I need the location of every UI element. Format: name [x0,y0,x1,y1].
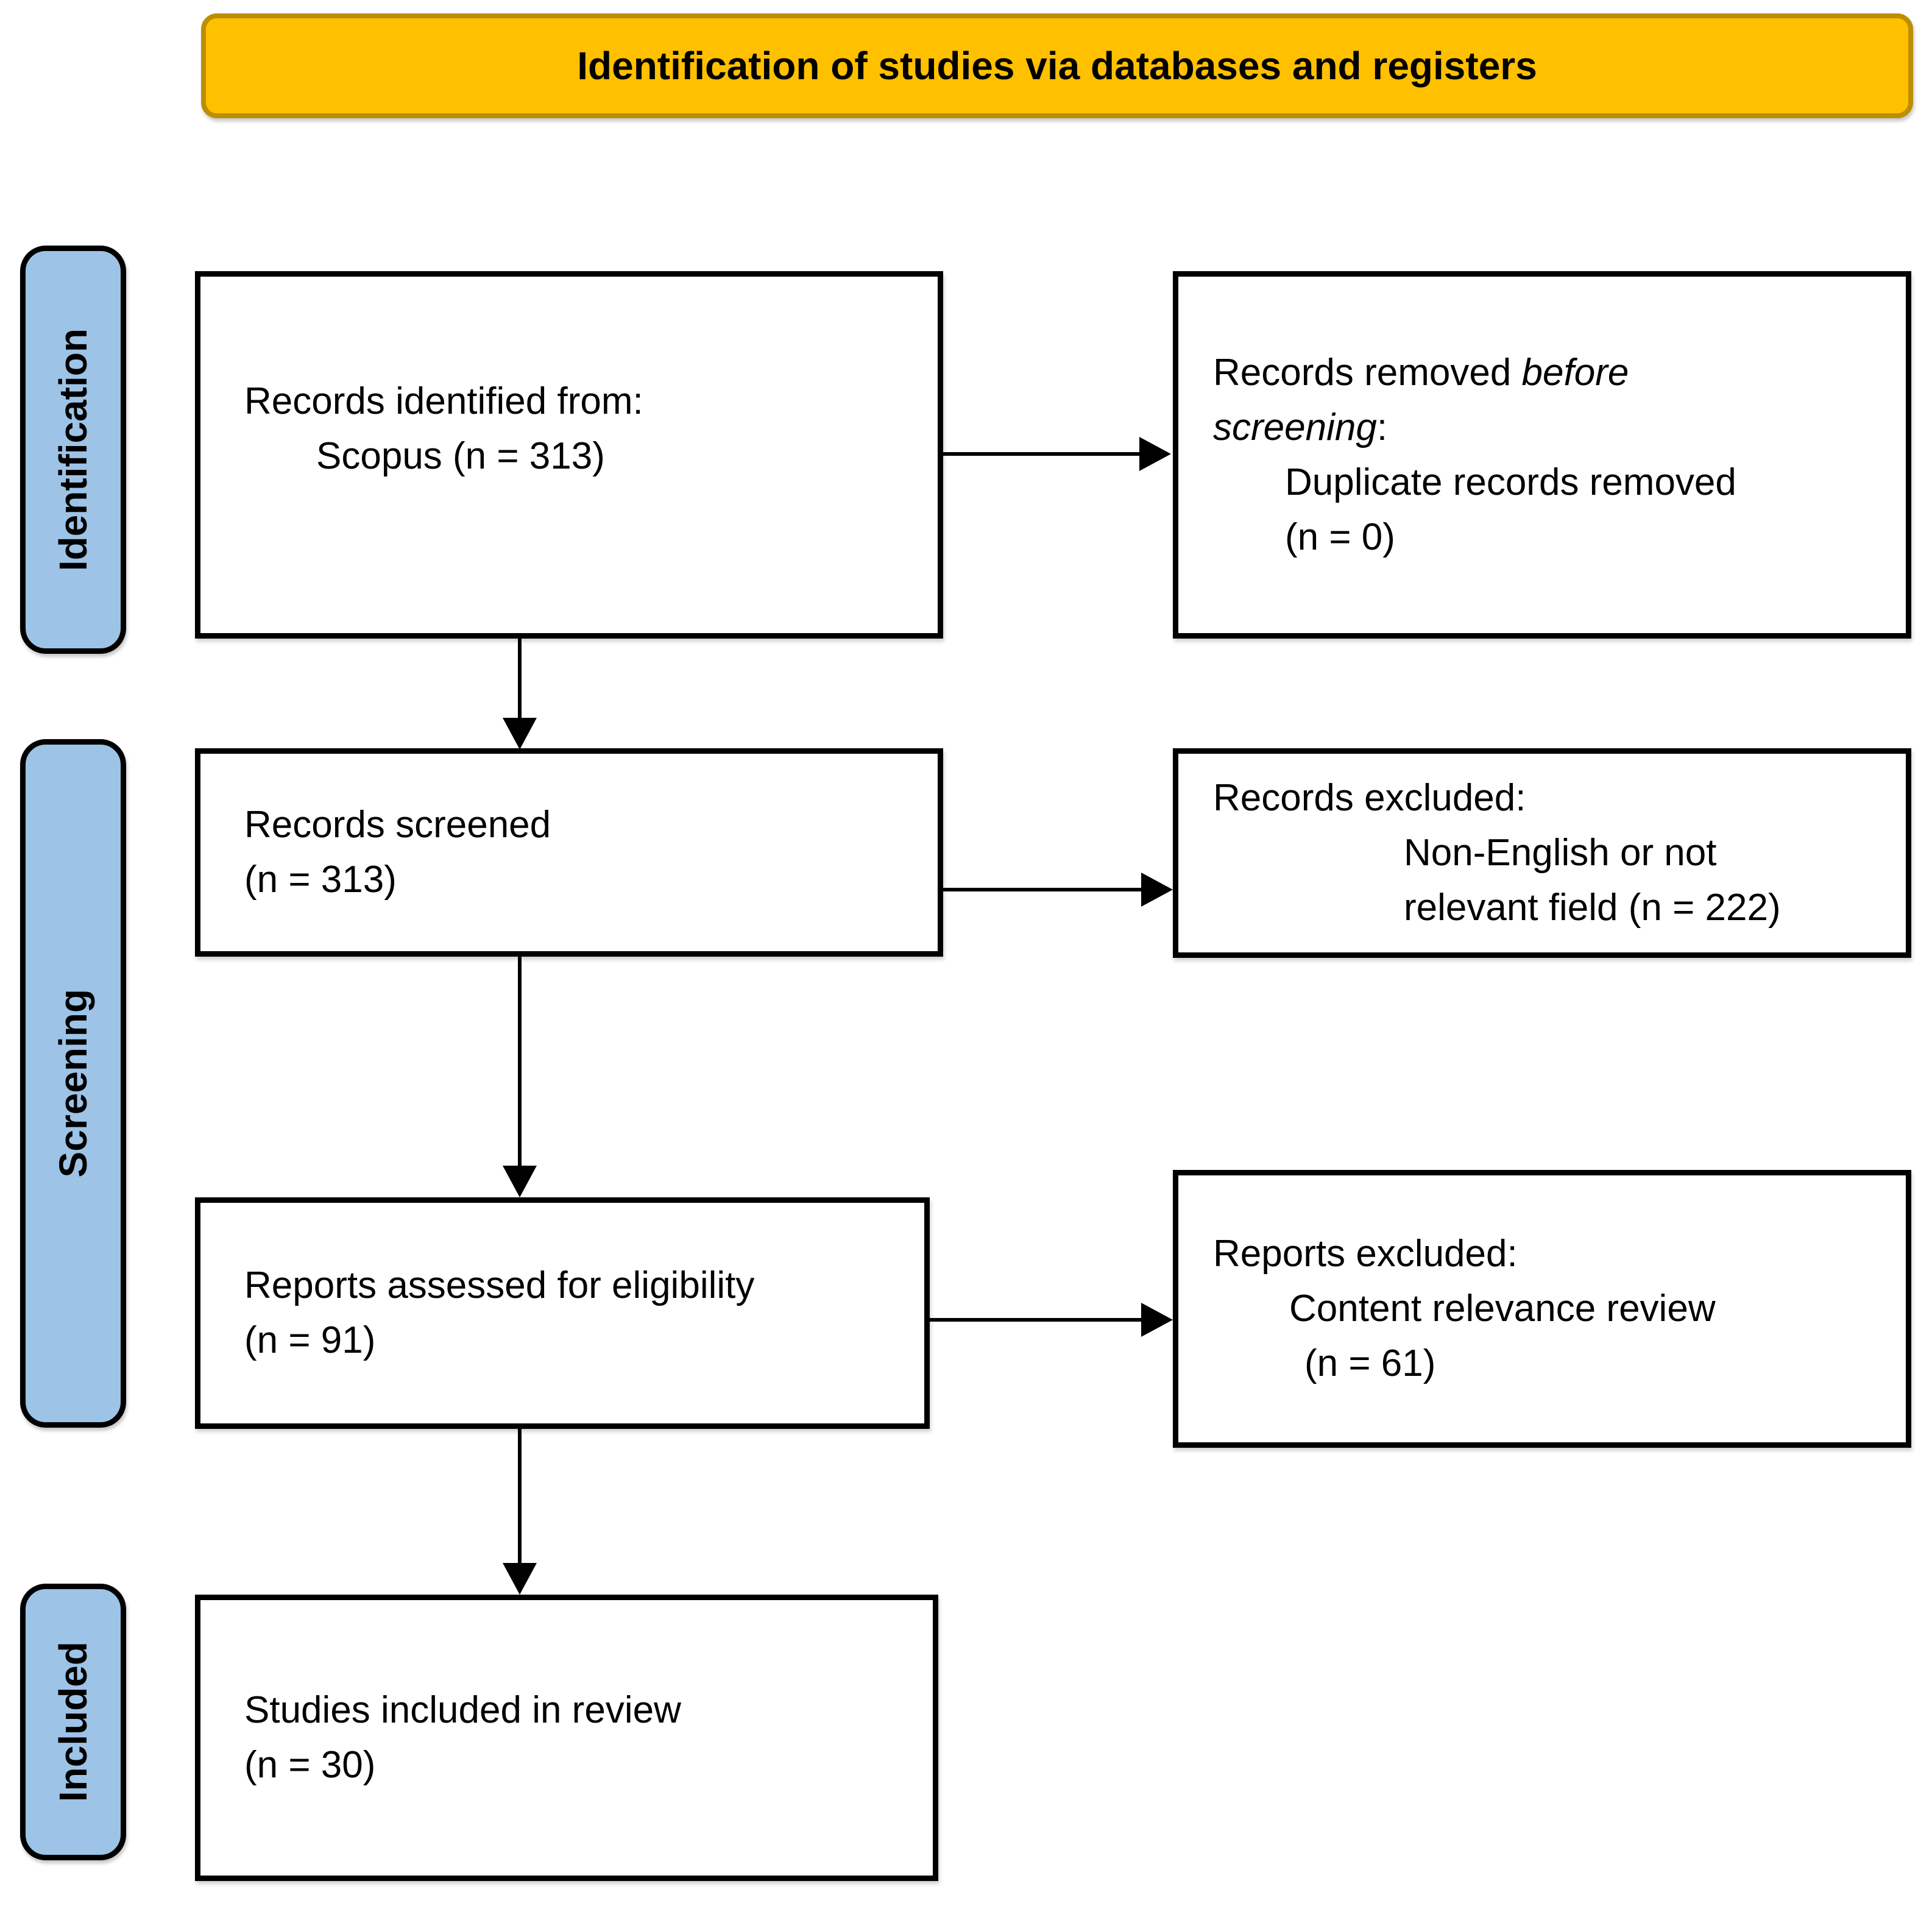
stage-label-identification-text: Identification [51,328,95,572]
box-records-identified: Records identified from: Scopus (n = 313… [195,271,943,639]
box-text-line: Records identified from: [244,380,643,422]
box-text-line: Content relevance review [1289,1288,1716,1330]
box-text-line: (n = 313) [244,859,397,901]
box-reports-assessed: Reports assessed for eligibility (n = 91… [195,1197,930,1429]
arrowhead-down-icon [503,1166,537,1197]
stage-label-included-text: Included [51,1642,95,1802]
banner-title: Identification of studies via databases … [577,44,1537,88]
arrow-line [943,888,1142,891]
title-banner: Identification of studies via databases … [201,13,1913,118]
box-text-line: Studies included in review [244,1689,681,1731]
box-text-line: Scopus (n = 313) [316,435,605,477]
stage-label-screening: Screening [20,739,126,1428]
stage-label-screening-text: Screening [51,989,95,1178]
box-records-screened: Records screened (n = 313) [195,748,943,957]
box-text-line: Duplicate records removed [1285,461,1736,503]
box-text-line: (n = 30) [244,1744,376,1786]
box-text-line: Records screened [244,804,551,846]
box-text-line: (n = 0) [1285,515,1395,558]
arrow-line [518,957,522,1167]
box-text-line: screening: [1213,406,1388,448]
arrowhead-right-icon [1141,873,1173,907]
box-studies-included: Studies included in review (n = 30) [195,1595,938,1881]
stage-label-identification: Identification [20,246,126,654]
box-text-line: Reports excluded: [1213,1233,1518,1275]
box-text-line: (n = 91) [244,1319,376,1361]
box-text-line: Records excluded: [1213,777,1526,819]
box-reports-excluded: Reports excluded: Content relevance revi… [1173,1170,1911,1448]
arrow-line [518,1429,522,1564]
arrowhead-down-icon [503,718,537,749]
arrow-line [943,452,1141,456]
stage-label-included: Included [20,1584,126,1860]
arrow-line [930,1318,1142,1322]
arrowhead-down-icon [503,1563,537,1595]
box-text-line: Non-English or not [1404,832,1717,874]
box-text-line: Records removed before [1213,351,1629,394]
box-records-removed-before-screening: Records removed before screening: Duplic… [1173,271,1911,639]
arrowhead-right-icon [1141,1303,1173,1337]
arrow-line [518,639,522,719]
box-text-line: relevant field (n = 222) [1404,887,1781,929]
box-text-line: Reports assessed for eligibility [244,1264,755,1306]
arrowhead-right-icon [1139,437,1171,471]
box-text-line: (n = 61) [1304,1342,1436,1384]
box-records-excluded: Records excluded: Non-English or not rel… [1173,748,1911,958]
